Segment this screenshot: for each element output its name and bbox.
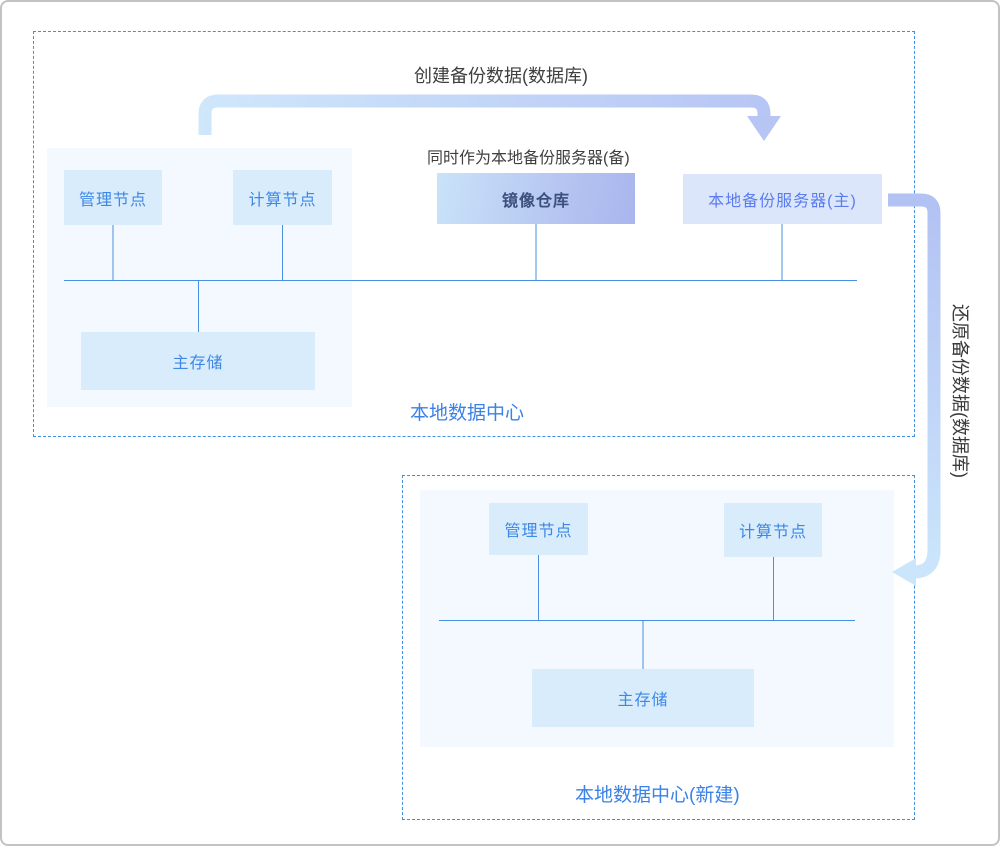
dc2-boundary (402, 475, 915, 820)
restore-backup-arrow (888, 193, 941, 586)
arrow-left-icon (892, 558, 916, 586)
dc2-node-compute: 计算节点 (724, 503, 822, 557)
dc2-bus-lines (439, 555, 855, 669)
create-backup-flow-label: 创建备份数据(数据库) (414, 66, 588, 86)
dc1-node-management: 管理节点 (64, 170, 162, 225)
dc2-node-main-storage: 主存储 (532, 669, 754, 727)
restore-backup-flow-label: 还原备份数据(数据库) (950, 304, 970, 478)
dc1-bus-lines (64, 224, 857, 332)
dc1-node-main-storage: 主存储 (81, 332, 315, 390)
arrow-down-icon (747, 116, 781, 141)
dc1-boundary (33, 31, 915, 437)
dc2-title: 本地数据中心(新建) (575, 785, 740, 806)
dc1-title: 本地数据中心 (410, 403, 525, 424)
mirror-standby-note: 同时作为本地备份服务器(备) (427, 150, 630, 167)
create-backup-arrow (198, 94, 781, 141)
dc1-node-backup-primary: 本地备份服务器(主) (683, 174, 882, 224)
dc1-node-compute: 计算节点 (233, 170, 332, 225)
dc2-node-management: 管理节点 (489, 503, 588, 555)
dc1-node-mirror-repo: 镜像仓库 (437, 173, 635, 224)
